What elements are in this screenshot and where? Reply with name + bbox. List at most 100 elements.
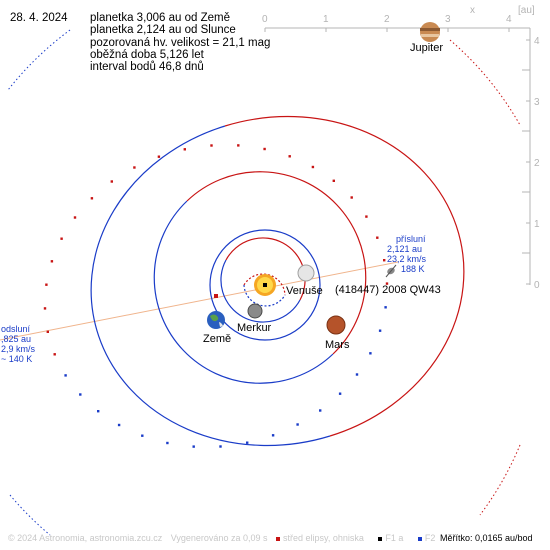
orbit-point: [210, 144, 213, 147]
orbit-point: [97, 410, 100, 413]
aphelion-title: odsluní: [1, 324, 31, 334]
perihelion-distance: 2,121 au: [387, 244, 422, 254]
copyright-link[interactable]: © 2024 Astronomia, astronomia.zcu.cz: [8, 533, 163, 543]
axis-labels: 0 1 2 3 4 x [au] 4 3 2 1 0: [262, 5, 540, 291]
orbit-point: [90, 197, 94, 200]
x-tick-1: 1: [323, 14, 329, 25]
orbit-point: [332, 179, 335, 182]
aphelion-temp: ~ 140 K: [1, 354, 32, 364]
perihelion-info: přísluní 2,121 au 23,2 km/s 188 K: [387, 234, 427, 274]
orbit-point: [219, 445, 222, 448]
generated-time: Vygenerováno za 0,09 s: [170, 533, 268, 543]
f1-marker-icon: [378, 536, 383, 541]
axis-group: [264, 27, 531, 285]
orbit-point: [60, 237, 63, 240]
earth-label: Země: [203, 333, 231, 345]
orbit-point: [338, 392, 342, 395]
orbit-point: [43, 307, 47, 310]
asteroid-label: (418447) 2008 QW43: [335, 284, 441, 296]
orbit-point: [141, 434, 144, 437]
body-labels: Jupiter Venuše Merkur Země Mars (418447)…: [203, 42, 443, 351]
orbit-point: [183, 148, 186, 151]
orbit-point: [384, 306, 387, 309]
footer: © 2024 Astronomia, astronomia.zcu.cz Vyg…: [8, 533, 447, 543]
orbit-point: [369, 352, 372, 355]
scale-label: Měřítko: 0,0165 au/bod: [440, 533, 533, 543]
date-label: 28. 4. 2024: [10, 12, 68, 24]
orbit-point: [50, 260, 54, 263]
perihelion-title: přísluní: [396, 234, 426, 244]
orbit-point: [237, 144, 240, 147]
center-marker-icon: [275, 536, 280, 541]
orbit-point: [64, 374, 67, 377]
x-tick-4: 4: [506, 14, 512, 25]
mars-orbit: [153, 171, 367, 384]
earth-icon: [207, 311, 225, 329]
ellipse-center-marker: [214, 294, 218, 298]
orbit-point: [246, 441, 249, 444]
y-tick-4: 4: [534, 36, 540, 47]
orbit-point: [271, 434, 275, 437]
orbit-point: [376, 236, 379, 239]
x-axis-label: x: [470, 5, 475, 16]
info-panel: planetka 3,006 au od Země planetka 2,124…: [90, 12, 270, 73]
aphelion-speed: 2,9 km/s: [1, 344, 36, 354]
x-tick-2: 2: [384, 14, 390, 25]
info-period: oběžná doba 5,126 let: [90, 48, 204, 61]
orbit-point: [117, 423, 121, 427]
perihelion-speed: 23,2 km/s: [387, 254, 427, 264]
orbit-point: [192, 445, 195, 448]
orbit-point: [263, 147, 266, 151]
y-tick-3: 3: [534, 97, 540, 108]
aphelion-info: odsluní ,825 au 2,9 km/s ~ 140 K: [1, 324, 36, 364]
orbit-point: [53, 353, 56, 356]
asteroid-orbit-points: [43, 144, 389, 448]
orbit-point: [385, 282, 389, 285]
orbit-point: [355, 373, 359, 376]
orbit-point: [73, 216, 77, 219]
orbit-point: [350, 196, 353, 199]
orbit-point: [79, 393, 82, 396]
asteroid-icon: [385, 264, 397, 278]
x-tick-0: 0: [262, 14, 268, 25]
orbit-point: [46, 330, 49, 333]
aphelion-distance: ,825 au: [1, 334, 31, 344]
orbit-point: [133, 166, 136, 169]
mars-label: Mars: [325, 339, 350, 351]
orbit-point: [311, 165, 315, 169]
orbit-point: [365, 215, 368, 218]
info-distance-earth: planetka 3,006 au od Země: [90, 12, 231, 24]
orbit-point: [296, 423, 299, 426]
jupiter-icon: [420, 22, 440, 42]
orbit-point: [319, 409, 322, 412]
y-axis-label: [au]: [518, 5, 535, 16]
apsidal-line: [0, 261, 399, 341]
info-magnitude: pozorovaná hv. velikost = 21,1 mag: [90, 36, 271, 49]
orbit-point: [378, 329, 382, 332]
orbit-point: [166, 441, 169, 445]
info-interval: interval bodů 46,8 dnů: [90, 61, 204, 74]
y-tick-1: 1: [534, 219, 540, 230]
asteroid-orbit: [90, 115, 465, 447]
mercury-label: Merkur: [237, 322, 272, 334]
x-tick-3: 3: [445, 14, 451, 25]
perihelion-temp: 188 K: [401, 264, 425, 274]
legend-center: střed elipsy, ohniska: [275, 533, 370, 543]
earth-orbit: [209, 229, 321, 341]
orbit-point: [157, 155, 161, 158]
orbit-point: [288, 155, 291, 158]
orbit-point: [110, 180, 113, 183]
venus-orbit: [220, 237, 306, 323]
y-tick-0: 0: [534, 280, 540, 291]
f2-marker-icon: [417, 536, 422, 541]
venus-icon: [297, 264, 315, 282]
jupiter-label: Jupiter: [410, 42, 443, 54]
orbit-point: [45, 283, 48, 286]
y-tick-2: 2: [534, 158, 540, 169]
venus-label: Venuše: [286, 285, 323, 297]
jupiter-orbit: [7, 29, 521, 536]
orbit-point: [383, 259, 386, 262]
legend-f2: F2: [417, 533, 442, 543]
mars-icon: [326, 315, 346, 335]
